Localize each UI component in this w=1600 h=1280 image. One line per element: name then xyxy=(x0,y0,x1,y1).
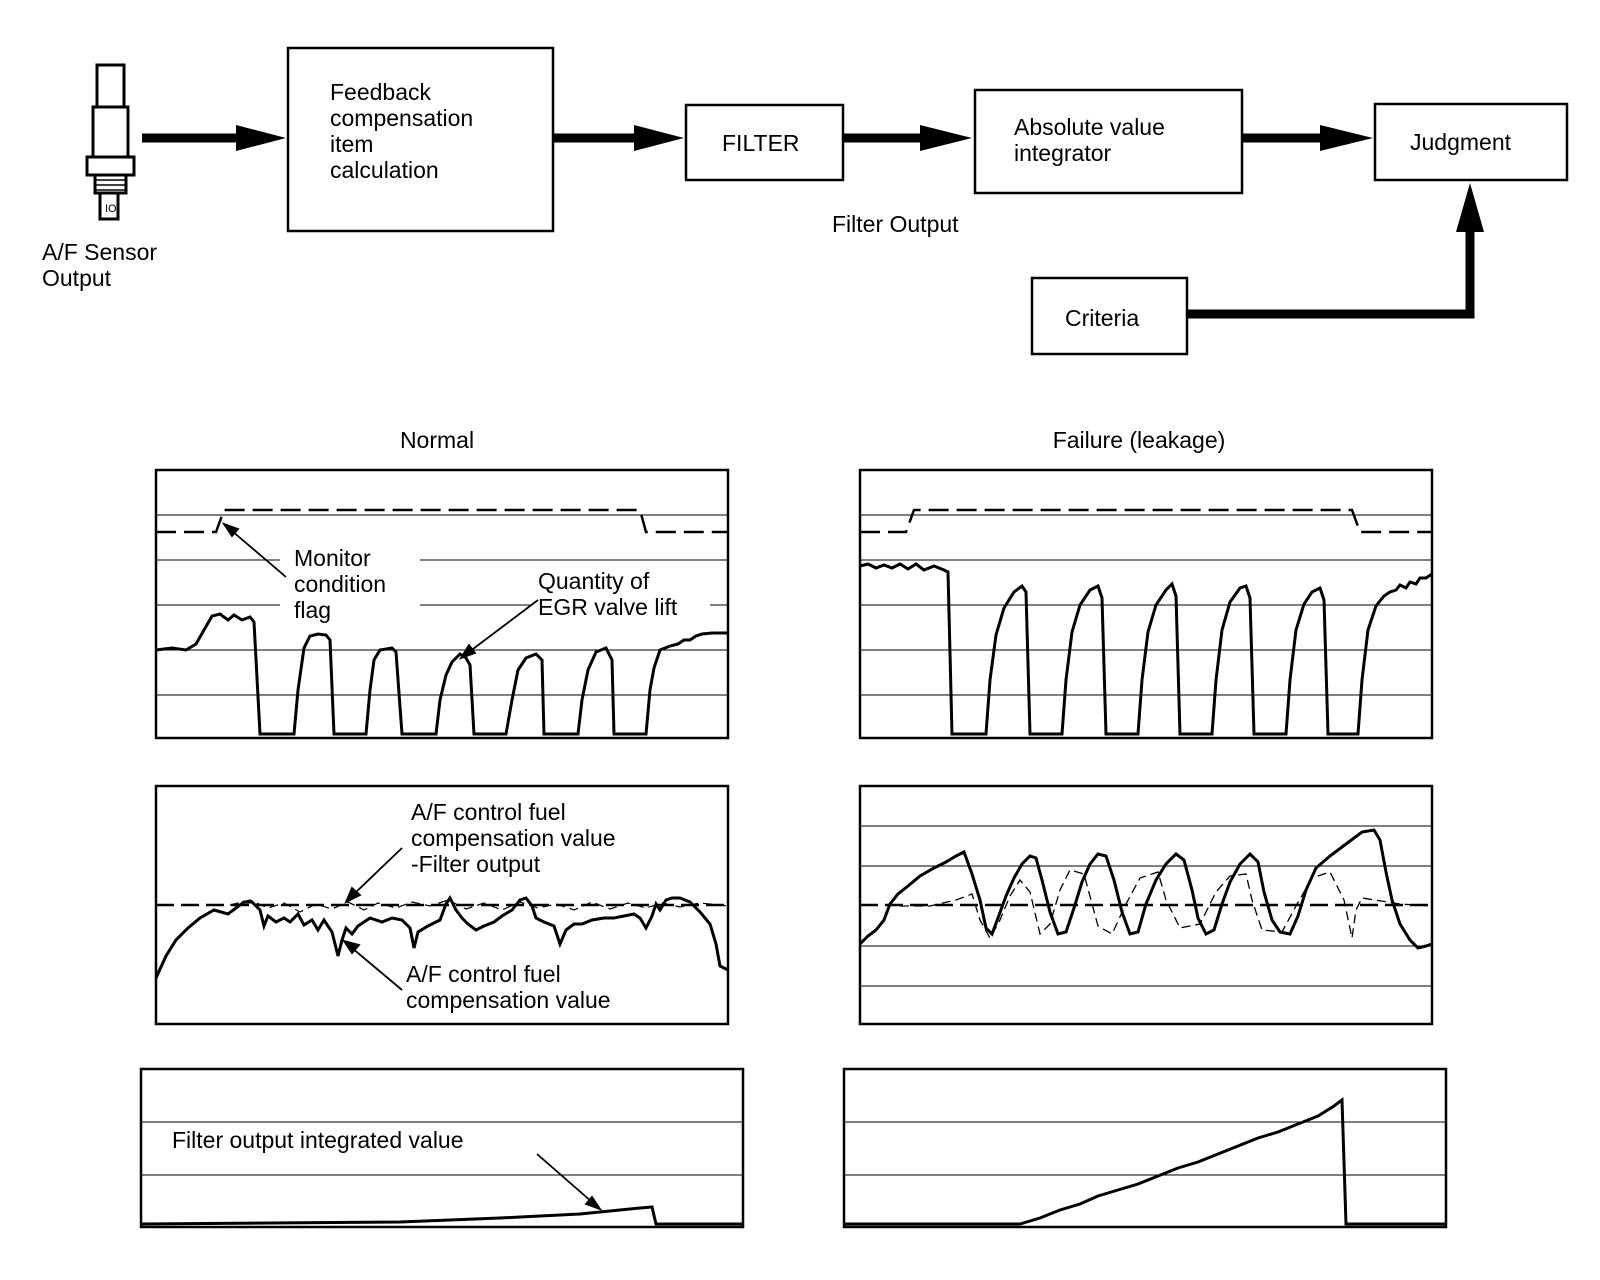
failure-integrated-line xyxy=(844,1097,1446,1226)
monitor-flag-callout-arrow xyxy=(221,522,287,578)
failure-flag-egr-panel xyxy=(858,468,1434,740)
arrow-criteria-to-judgment xyxy=(1187,183,1484,319)
arrow-integrator-to-judgment xyxy=(1242,125,1373,151)
flow-arrows xyxy=(142,125,1484,319)
criteria-block-label: Criteria xyxy=(1065,305,1139,331)
normal-integrated-panel: Filter output integrated value xyxy=(139,1067,745,1229)
feedback-block xyxy=(286,46,555,233)
judgment-block-label: Judgment xyxy=(1410,129,1512,155)
normal-column-title: Normal xyxy=(400,427,474,453)
normal-compensation-panel: A/F control fuel compensation value -Fil… xyxy=(154,784,730,1026)
failure-af-compensation-line xyxy=(858,828,1433,950)
sensor-label: A/F Sensor Output xyxy=(42,239,163,291)
af-compensation-label: A/F control fuel compensation value xyxy=(406,961,611,1013)
failure-af-minus-filter-line xyxy=(900,869,1433,940)
arrow-filter-to-integrator xyxy=(843,125,972,151)
af-compensation-callout-arrow xyxy=(341,939,403,991)
judgment-block xyxy=(1373,102,1569,182)
integrated-value-label: Filter output integrated value xyxy=(172,1127,464,1153)
arrow-feedback-to-filter xyxy=(553,125,684,151)
integrator-block-label: Absolute value integrator xyxy=(1014,114,1171,166)
normal-monitor-flag-line xyxy=(156,508,728,534)
failure-egr-lift-line xyxy=(859,562,1433,736)
normal-flag-egr-panel: Monitor condition flag Quantity of EGR v… xyxy=(154,468,730,740)
failure-integrated-panel xyxy=(842,1067,1448,1229)
normal-af-compensation-line xyxy=(154,895,729,979)
af-sensor-icon: IOI xyxy=(85,63,136,221)
normal-af-minus-filter-line xyxy=(229,899,729,913)
egr-lift-callout-arrow xyxy=(458,599,539,660)
integrated-callout-arrow xyxy=(536,1153,603,1211)
failure-compensation-panel xyxy=(858,784,1434,1026)
monitor-condition-flag-label: Monitor condition flag xyxy=(294,545,392,623)
normal-egr-lift-line xyxy=(155,612,728,736)
arrow-sensor-to-feedback xyxy=(142,125,286,151)
feedback-block-label: Feedback compensation item calculation xyxy=(330,79,480,183)
failure-column-title: Failure (leakage) xyxy=(1053,427,1226,453)
filter-block-label: FILTER xyxy=(722,130,800,156)
criteria-block xyxy=(1030,276,1189,356)
filter-output-label: Filter Output xyxy=(832,211,959,237)
normal-integrated-line xyxy=(140,1205,743,1226)
svg-text:IOI: IOI xyxy=(105,203,120,215)
af-minus-filter-callout-arrow xyxy=(344,847,403,904)
af-minus-filter-label: A/F control fuel compensation value -Fil… xyxy=(411,799,622,877)
failure-monitor-flag-line xyxy=(860,508,1432,534)
egr-valve-lift-label: Quantity of EGR valve lift xyxy=(538,568,678,620)
